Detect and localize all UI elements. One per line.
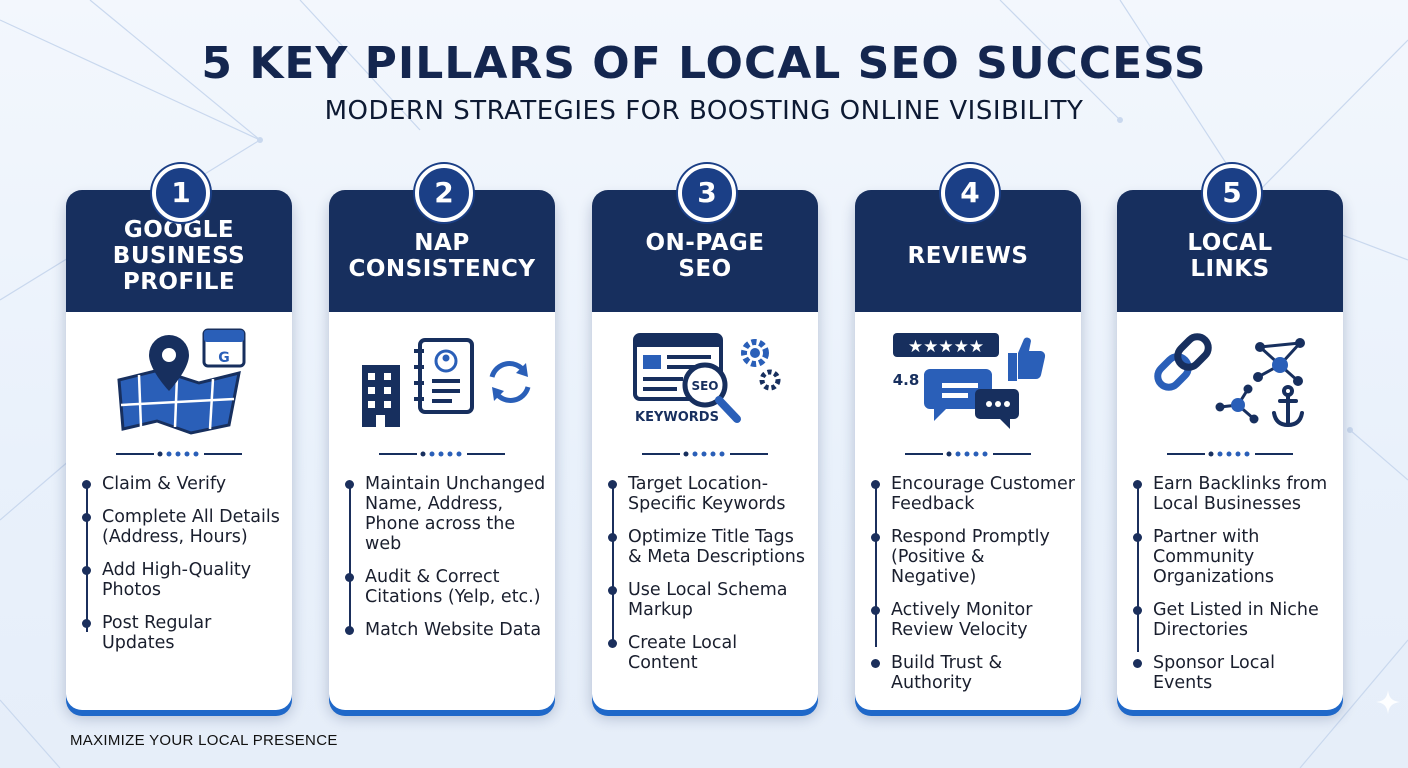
list-item: Get Listed in Niche Directories (1131, 600, 1337, 640)
pillar-heading: ON-PAGE SEO (645, 230, 765, 282)
list-item: Build Trust & Authority (869, 653, 1075, 693)
list-rail (875, 482, 877, 647)
section-divider (905, 451, 1031, 457)
pillar-item-list: Target Location-Specific Keywords Optimi… (606, 474, 812, 686)
list-item: Maintain Unchanged Name, Address, Phone … (343, 474, 549, 554)
list-rail (86, 482, 88, 632)
pillar-item-list: Encourage Customer Feedback Respond Prom… (869, 474, 1075, 706)
pillar-card-3: ON-PAGE SEO 3 SEO KEYWORDS Target Locati… (592, 164, 818, 710)
list-rail (612, 482, 614, 647)
footer-tagline: MAXIMIZE YOUR LOCAL PRESENCE (70, 732, 338, 749)
section-divider (1167, 451, 1293, 457)
list-rail (1137, 482, 1139, 652)
seo-magnifier-icon: SEO KEYWORDS (633, 333, 781, 425)
pillar-item-list: Earn Backlinks from Local Businesses Par… (1131, 474, 1337, 706)
pillar-item-list: Maintain Unchanged Name, Address, Phone … (343, 474, 549, 653)
list-item: Complete All Details (Address, Hours) (80, 507, 286, 547)
map-pin-icon: G (117, 328, 246, 435)
list-item: Respond Promptly (Positive & Negative) (869, 527, 1075, 587)
five-stars: ★★★★★ (908, 337, 984, 357)
pillar-number-badge: 3 (678, 164, 736, 222)
pillar-header: REVIEWS (855, 190, 1081, 312)
list-item: Add High-Quality Photos (80, 560, 286, 600)
section-divider (379, 451, 505, 457)
section-divider (642, 451, 768, 457)
list-item: Earn Backlinks from Local Businesses (1131, 474, 1337, 514)
list-item: Match Website Data (343, 620, 549, 640)
contact-sync-icon (362, 338, 531, 427)
list-item: Partner with Community Organizations (1131, 527, 1337, 587)
pillar-card-4: REVIEWS 4 ★★★★★ 4.8 Encourage Customer F… (855, 164, 1081, 710)
pillar-heading: LOCAL LINKS (1187, 230, 1273, 282)
pillar-card-2: NAP CONSISTENCY 2 Maintain Unchanged Nam… (329, 164, 555, 710)
pillar-heading: REVIEWS (907, 243, 1029, 269)
sparkle-icon (1376, 690, 1400, 714)
list-item: Create Local Content (606, 633, 812, 673)
rating-value: 4.8 (893, 371, 920, 389)
list-item: Audit & Correct Citations (Yelp, etc.) (343, 567, 549, 607)
pillar-number-badge: 5 (1203, 164, 1261, 222)
pillar-heading: NAP CONSISTENCY (348, 230, 536, 282)
list-item: Optimize Title Tags & Meta Descriptions (606, 527, 812, 567)
pillar-card-5: LOCAL LINKS 5 Earn Backlinks from Local … (1117, 164, 1343, 710)
list-rail (349, 482, 351, 627)
pillar-number-badge: 4 (941, 164, 999, 222)
list-item: Use Local Schema Markup (606, 580, 812, 620)
keywords-label: KEYWORDS (635, 410, 719, 425)
chain-link-icon (1154, 333, 1305, 428)
pillar-card-1: GOOGLE BUSINESS PROFILE 1 G Claim & Veri… (66, 164, 292, 710)
list-item: Actively Monitor Review Velocity (869, 600, 1075, 640)
list-item: Sponsor Local Events (1131, 653, 1337, 693)
svg-text:G: G (218, 350, 230, 366)
pillar-number-badge: 2 (415, 164, 473, 222)
pillar-item-list: Claim & Verify Complete All Details (Add… (80, 474, 286, 666)
list-item: Post Regular Updates (80, 613, 286, 653)
page-subtitle: MODERN STRATEGIES FOR BOOSTING ONLINE VI… (324, 96, 1084, 126)
seo-label: SEO (691, 379, 718, 393)
section-divider (116, 451, 242, 457)
list-item: Target Location-Specific Keywords (606, 474, 812, 514)
review-stars-icon: ★★★★★ 4.8 (893, 333, 1046, 429)
pillar-number-badge: 1 (152, 164, 210, 222)
list-item: Claim & Verify (80, 474, 286, 494)
list-item: Encourage Customer Feedback (869, 474, 1075, 514)
page-title: 5 KEY PILLARS OF LOCAL SEO SUCCESS (201, 38, 1207, 89)
